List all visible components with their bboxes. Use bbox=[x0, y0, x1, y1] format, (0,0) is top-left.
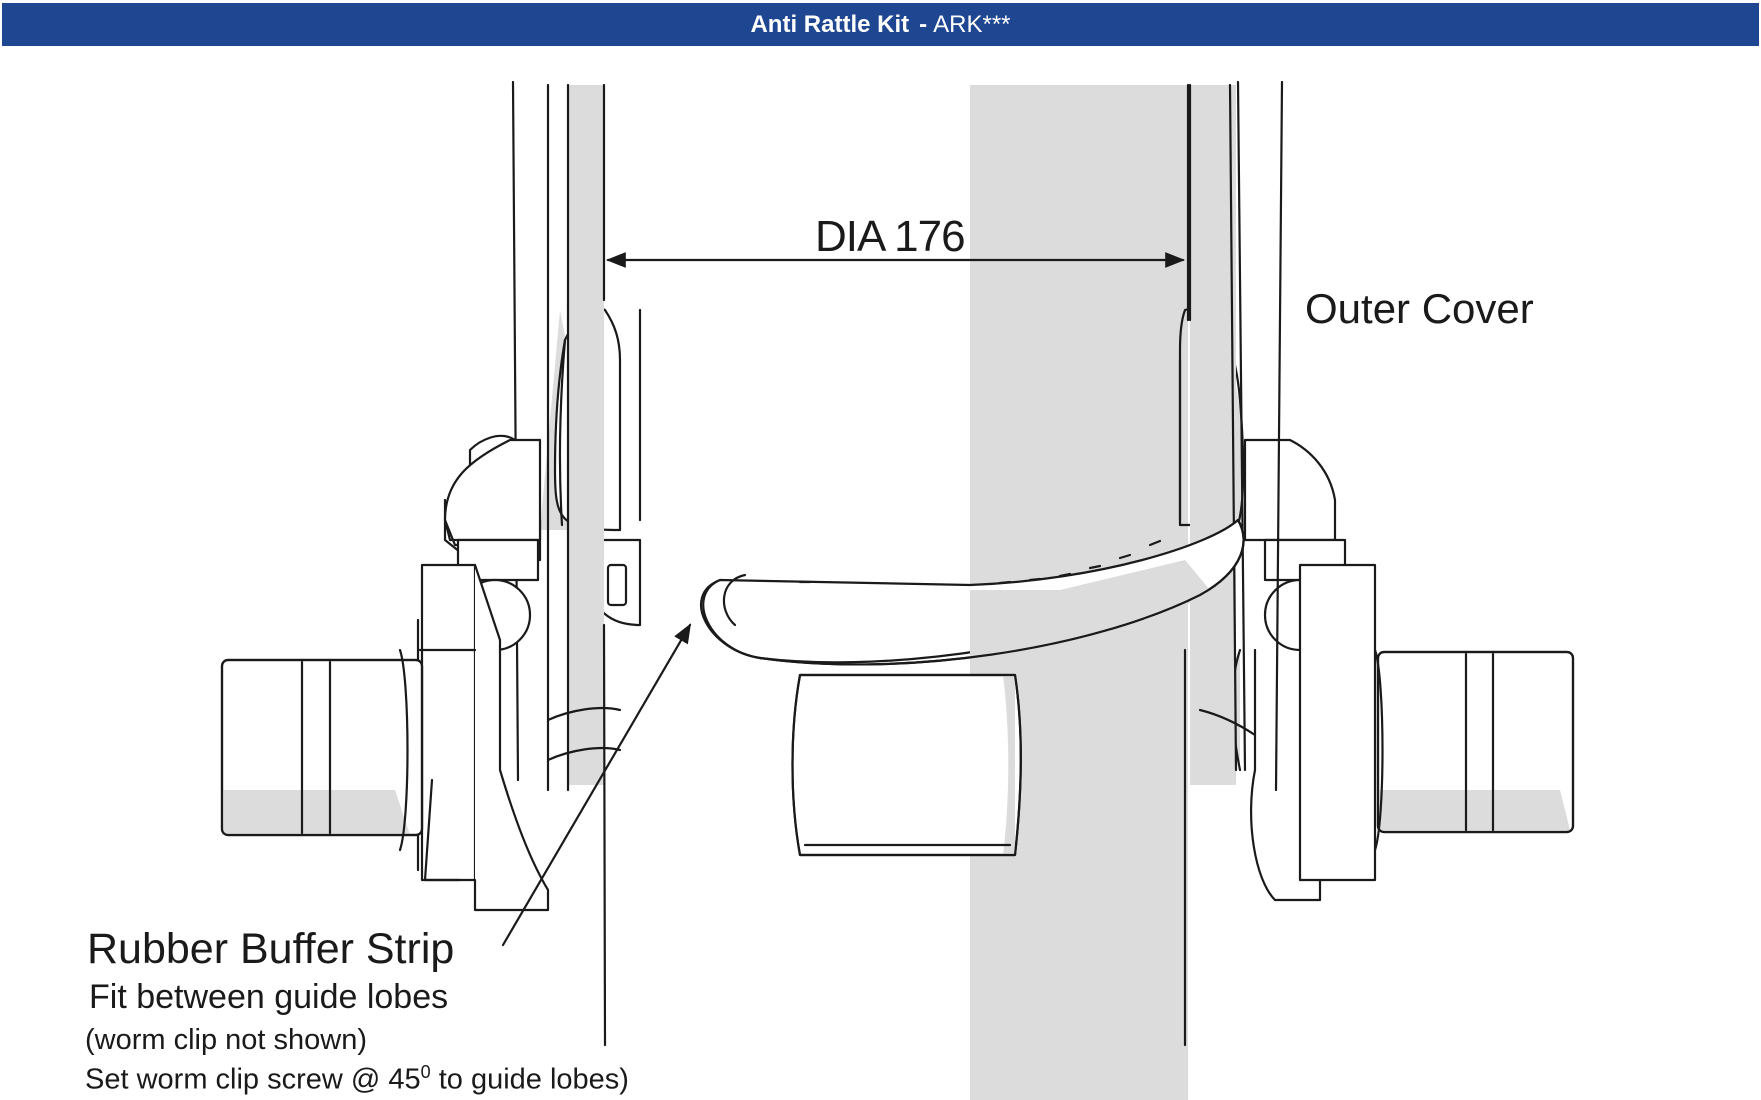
center-guide-lobe bbox=[791, 673, 1022, 857]
lower-band-right bbox=[1198, 708, 1257, 737]
left-actuator bbox=[220, 438, 550, 912]
lower-band-left bbox=[546, 706, 622, 722]
worm-clip-note: (worm clip not shown) bbox=[85, 1024, 368, 1056]
title-separator: - bbox=[919, 10, 928, 38]
degree-superscript: 0 bbox=[420, 1062, 431, 1082]
dimension-label: DIA 176 bbox=[815, 212, 966, 261]
set-suffix: to guide lobes) bbox=[430, 1063, 629, 1096]
title-text: Anti Rattle Kit bbox=[750, 10, 910, 38]
product-code: ARK*** bbox=[933, 10, 1011, 38]
rubber-buffer-label: Rubber Buffer Strip bbox=[87, 925, 455, 973]
right-outer-cover bbox=[1188, 80, 1284, 792]
fit-instruction: Fit between guide lobes bbox=[89, 978, 449, 1016]
set-prefix: Set worm clip screw @ 45 bbox=[85, 1063, 421, 1096]
leader-arrow bbox=[501, 623, 692, 947]
left-outer-cover bbox=[511, 80, 607, 1047]
worm-clip-screw-note: Set worm clip screw @ 450 to guide lobes… bbox=[85, 1062, 629, 1097]
right-guide-lobe bbox=[1178, 307, 1575, 902]
rubber-buffer-strip bbox=[700, 518, 1245, 666]
lower-band-left-2 bbox=[546, 746, 622, 762]
outer-cover-label: Outer Cover bbox=[1305, 285, 1534, 332]
title-bar: Anti Rattle Kit - ARK*** bbox=[2, 3, 1759, 46]
